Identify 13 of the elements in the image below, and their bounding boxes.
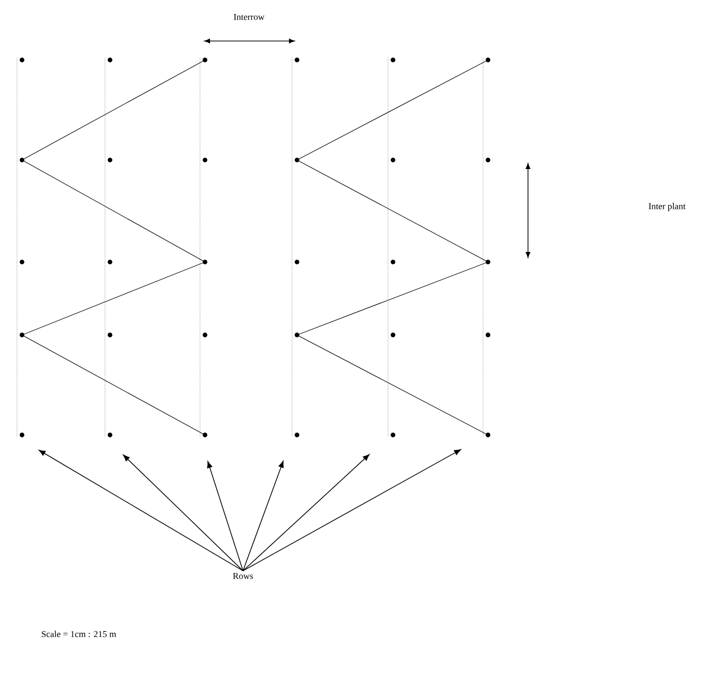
row-line [482, 58, 484, 438]
row-line [16, 58, 18, 438]
arrow [242, 449, 461, 572]
rows-label: Rows [233, 573, 253, 579]
arrow [207, 461, 244, 572]
label-text: Interrow [234, 14, 264, 20]
arrow [123, 454, 244, 572]
arrow [38, 450, 244, 572]
label-text: Inter plant [648, 202, 686, 212]
arrow [242, 454, 370, 572]
row-line [104, 58, 106, 438]
arrow [242, 460, 284, 572]
label-text: Scale = 1cm : 215 m [42, 630, 116, 638]
